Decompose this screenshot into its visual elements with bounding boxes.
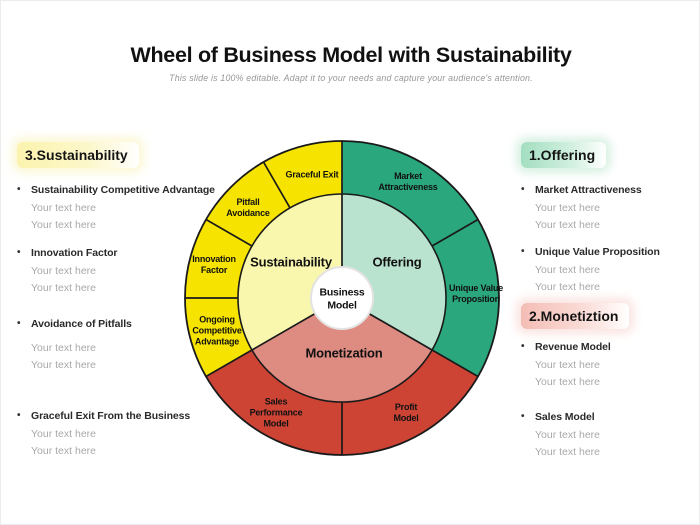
item-title: Sustainability Competitive Advantage <box>31 184 215 196</box>
item-title: Innovation Factor <box>31 247 118 259</box>
section-label-offering: Offering <box>372 254 422 270</box>
bullet-dot: • <box>17 318 21 329</box>
bullet-dot: • <box>17 247 21 258</box>
page-title: Wheel of Business Model with Sustainabil… <box>130 43 572 67</box>
item-title: Unique Value Proposition <box>535 246 660 258</box>
segment-label-market-attractiveness: Market Attractiveness <box>378 171 438 192</box>
placeholder-text: Your text here <box>535 264 600 276</box>
page-subtitle: This slide is 100% editable. Adapt it to… <box>169 73 533 83</box>
placeholder-text: Your text here <box>31 444 96 457</box>
list-item: • Sales Model Your text here Your text h… <box>521 411 693 460</box>
offering-monetization-panel: 1.Offering • Market Attractiveness Your … <box>521 139 693 469</box>
bullet-dot: • <box>521 184 525 195</box>
bullet-dot: • <box>521 246 525 257</box>
segment-label-ongoing-competitive-advantage: Ongoing Competitive Advantage <box>192 314 242 347</box>
item-title: Market Attractiveness <box>535 184 642 196</box>
placeholder-text: Your text here <box>31 202 96 214</box>
segment-label-profit-model: Profit Model <box>393 402 419 423</box>
list-item: • Sustainability Competitive Advantage Y… <box>17 184 235 233</box>
list-item: • Revenue Model Your text here Your text… <box>521 341 693 390</box>
bullet-dot: • <box>17 184 21 195</box>
placeholder-text: Your text here <box>31 342 96 354</box>
placeholder-text: Your text here <box>31 281 96 294</box>
item-title: Avoidance of Pitfalls <box>31 318 132 330</box>
placeholder-text: Your text here <box>535 375 600 388</box>
bullet-dot: • <box>521 411 525 422</box>
item-title: Revenue Model <box>535 341 611 353</box>
placeholder-text: Your text here <box>535 280 600 293</box>
item-title: Graceful Exit From the Business <box>31 410 191 422</box>
segment-label-unique-value-proposition: Unique Value Proposition <box>448 283 504 304</box>
placeholder-text: Your text here <box>535 218 600 231</box>
sustainability-heading: 3.Sustainability <box>17 142 139 168</box>
wheel-outer-outline <box>184 140 500 456</box>
placeholder-text: Your text here <box>535 445 600 458</box>
wheel-svg <box>184 140 500 456</box>
segment-label-pitfall-avoidance: Pitfall Avoidance <box>226 197 270 218</box>
segment-label-sales-performance-model: Sales Performance Model <box>249 396 303 429</box>
list-item: • Unique Value Proposition Your text her… <box>521 246 693 295</box>
list-item: • Innovation Factor Your text here Your … <box>17 247 235 296</box>
placeholder-text: Your text here <box>31 358 96 371</box>
placeholder-text: Your text here <box>535 359 600 371</box>
center-label-business-model: Business Model <box>319 286 365 312</box>
section-label-sustainability: Sustainability <box>250 254 332 270</box>
monetization-heading: 2.Monetiztion <box>521 303 630 329</box>
section-label-monetization: Monetization <box>305 345 383 361</box>
segment-label-innovation-factor: Innovation Factor <box>192 254 236 275</box>
segment-label-graceful-exit: Graceful Exit <box>285 169 339 180</box>
list-item: • Avoidance of Pitfalls Your text here Y… <box>17 318 235 373</box>
placeholder-text: Your text here <box>31 265 96 277</box>
wheel-center-circle <box>310 266 374 330</box>
placeholder-text: Your text here <box>31 218 96 231</box>
bullet-dot: • <box>17 410 21 421</box>
placeholder-text: Your text here <box>535 202 600 214</box>
placeholder-text: Your text here <box>31 428 96 440</box>
list-item: • Graceful Exit From the Business Your t… <box>17 410 235 459</box>
item-title: Sales Model <box>535 411 595 423</box>
header: Wheel of Business Model with Sustainabil… <box>1 43 699 83</box>
wheel-diagram: Graceful Exit Market Attractiveness Pitf… <box>177 133 507 463</box>
sustainability-panel: 3.Sustainability • Sustainability Compet… <box>17 139 235 469</box>
list-item: • Market Attractiveness Your text here Y… <box>521 184 693 233</box>
offering-heading: 1.Offering <box>521 142 607 168</box>
placeholder-text: Your text here <box>535 429 600 441</box>
bullet-dot: • <box>521 341 525 352</box>
wheel-inner-outline <box>237 193 447 403</box>
